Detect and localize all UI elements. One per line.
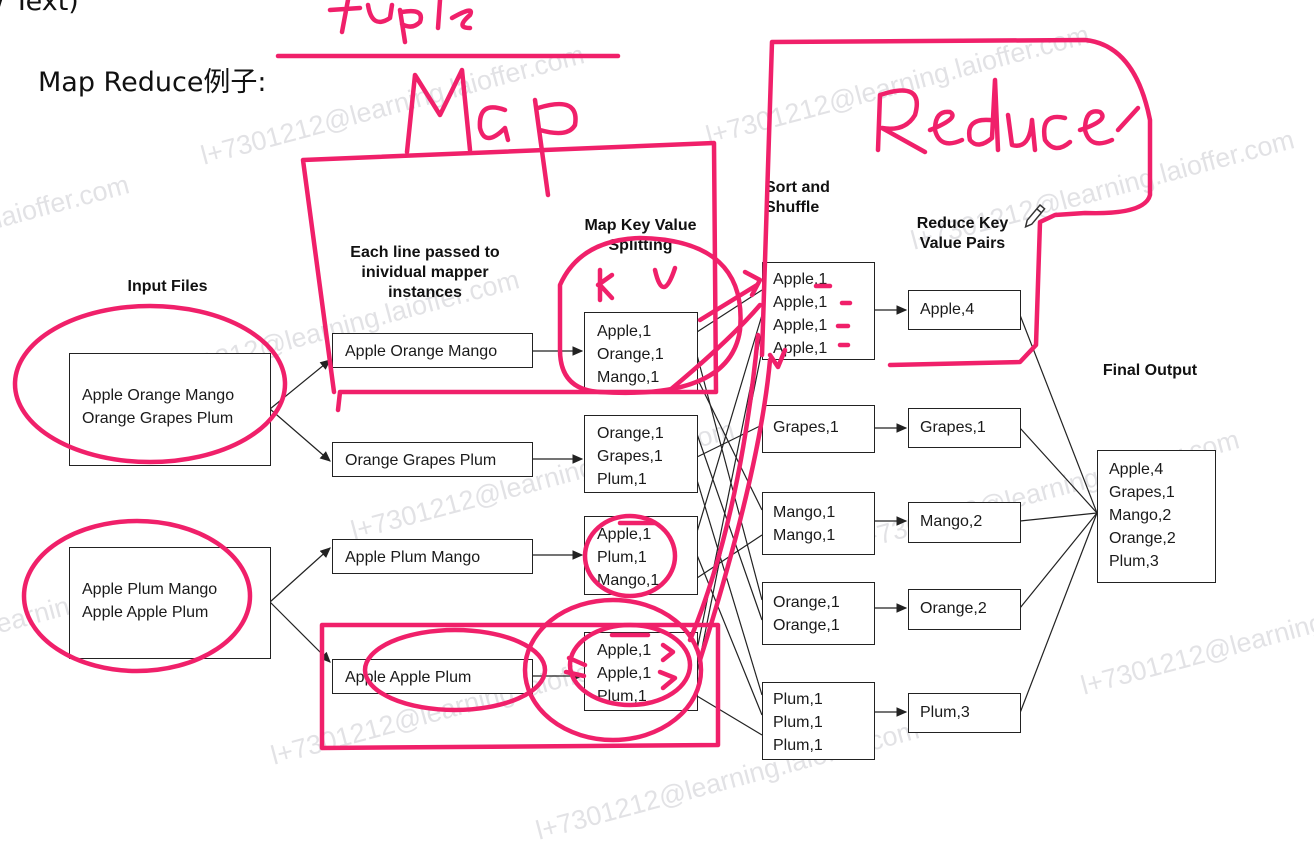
- map-pair: Mango,1: [597, 369, 660, 386]
- shuffle-pair: Orange,1: [773, 617, 840, 634]
- map-pairs-box: Apple,1 Plum,1 Mango,1: [584, 516, 698, 595]
- reduce-pair-box: Apple,4: [908, 290, 1021, 330]
- map-pair: Grapes,1: [597, 448, 663, 465]
- map-pair: Apple,1: [597, 642, 652, 659]
- column-title-map-key-value: Map Key Value Splitting: [584, 217, 697, 254]
- shuffle-group-box: Apple,1 Apple,1 Apple,1 Apple,1: [762, 262, 875, 360]
- shuffle-pair: Apple,1: [773, 317, 828, 334]
- shuffle-pair: Plum,1: [773, 714, 823, 731]
- column-title-final-output: Final Output: [1102, 362, 1198, 379]
- input-file-line: Apple Plum Mango: [82, 581, 218, 598]
- map-pair: Plum,1: [597, 688, 647, 705]
- reduce-pair-box: Mango,2: [908, 502, 1021, 543]
- map-pairs-box: Apple,1 Orange,1 Mango,1: [584, 312, 698, 391]
- page-title: Map Reduce例子:: [38, 67, 267, 98]
- mapper-line-box: Orange Grapes Plum: [332, 442, 533, 477]
- column-title-mapper: Each line passed to inividual mapper ins…: [350, 244, 500, 301]
- shuffle-group-box: Plum,1 Plum,1 Plum,1: [762, 682, 875, 760]
- final-output-pair: Mango,2: [1109, 507, 1172, 524]
- reduce-pair-box: Plum,3: [908, 693, 1021, 733]
- map-pair: Plum,1: [597, 549, 647, 566]
- final-output-pair: Apple,4: [1109, 461, 1164, 478]
- shuffle-pair: Grapes,1: [773, 419, 839, 436]
- column-title-input-files: Input Files: [127, 278, 208, 295]
- column-title-reduce-key-value: Reduce Key Value Pairs: [916, 215, 1009, 252]
- mapper-line-box: Apple Plum Mango: [332, 539, 533, 574]
- shuffle-pair: Apple,1: [773, 340, 828, 357]
- input-file-line: Orange Grapes Plum: [82, 410, 234, 427]
- shuffle-pair: Mango,1: [773, 504, 836, 521]
- input-file-box: Apple Plum Mango Apple Apple Plum: [69, 547, 271, 659]
- map-pair: Apple,1: [597, 526, 652, 543]
- final-output-box: Apple,4 Grapes,1 Mango,2 Orange,2 Plum,3: [1097, 450, 1216, 583]
- map-pairs-box: Orange,1 Grapes,1 Plum,1: [584, 415, 698, 493]
- input-file-box: Apple Orange Mango Orange Grapes Plum: [69, 353, 271, 466]
- reduce-pair-box: Orange,2: [908, 589, 1021, 630]
- map-pair: Orange,1: [597, 425, 664, 442]
- shuffle-group-box: Grapes,1: [762, 405, 875, 453]
- reduce-pair-box: Grapes,1: [908, 408, 1021, 448]
- shuffle-pair: Mango,1: [773, 527, 836, 544]
- mapper-line-box: Apple Orange Mango: [332, 333, 533, 368]
- map-pair: Apple,1: [597, 665, 652, 682]
- shuffle-group-box: Orange,1 Orange,1: [762, 582, 875, 645]
- shuffle-pair: Plum,1: [773, 737, 823, 754]
- shuffle-pair: Orange,1: [773, 594, 840, 611]
- map-pair: Mango,1: [597, 572, 660, 589]
- map-pairs-box: Apple,1 Apple,1 Plum,1: [584, 632, 698, 711]
- shuffle-pair: Apple,1: [773, 294, 828, 311]
- shuffle-pair: Apple,1: [773, 271, 828, 288]
- shuffle-pair: Plum,1: [773, 691, 823, 708]
- map-pair: Apple,1: [597, 323, 652, 340]
- input-file-line: Apple Apple Plum: [82, 604, 209, 621]
- input-file-line: Apple Orange Mango: [82, 387, 235, 404]
- column-title-sort-shuffle: Sort and Shuffle: [765, 179, 830, 216]
- shuffle-group-box: Mango,1 Mango,1: [762, 492, 875, 555]
- final-output-pair: Orange,2: [1109, 530, 1176, 547]
- final-output-pair: Plum,3: [1109, 553, 1159, 570]
- map-pair: Orange,1: [597, 346, 664, 363]
- mapper-line-box: Apple Apple Plum: [332, 659, 533, 694]
- cropped-text-fragment: / Text): [0, 0, 79, 17]
- map-pair: Plum,1: [597, 471, 647, 488]
- final-output-pair: Grapes,1: [1109, 484, 1175, 501]
